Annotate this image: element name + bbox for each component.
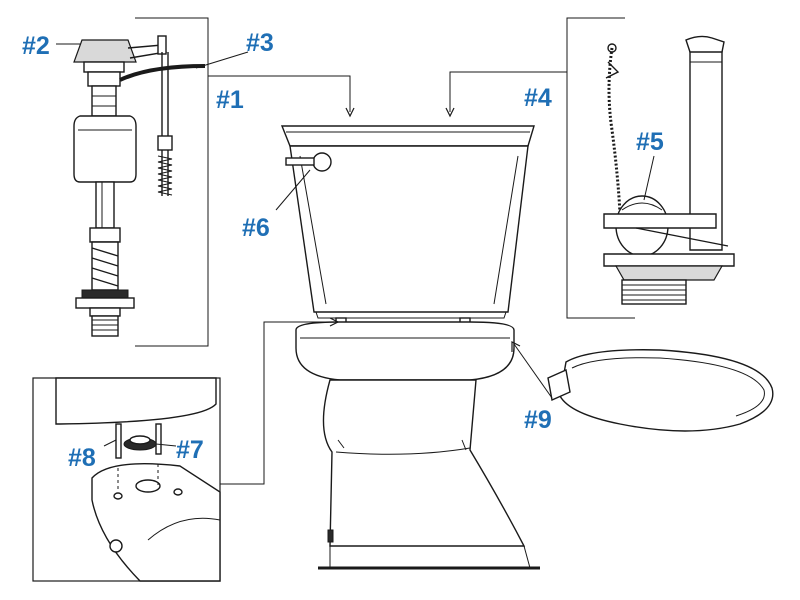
part-label-7: #7: [176, 436, 204, 464]
part-label-4: #4: [524, 84, 552, 112]
toilet-seat-illustration: [547, 349, 774, 432]
part-label-1: #1: [216, 86, 244, 114]
flush-valve-illustration: [566, 17, 735, 319]
part-label-2: #2: [22, 32, 50, 60]
fill-valve-illustration: [73, 17, 209, 347]
part-label-8: #8: [68, 444, 96, 472]
part-label-9: #9: [524, 406, 552, 434]
leader-lines: [56, 43, 655, 485]
part-labels: #1 #2 #3 #4 #5 #6 #7 #8 #9: [22, 29, 664, 472]
toilet-illustration: [280, 125, 540, 570]
part-label-6: #6: [242, 214, 270, 242]
tank-to-bowl-inset: [32, 377, 221, 582]
part-label-5: #5: [636, 128, 664, 156]
part-label-3: #3: [246, 29, 274, 57]
